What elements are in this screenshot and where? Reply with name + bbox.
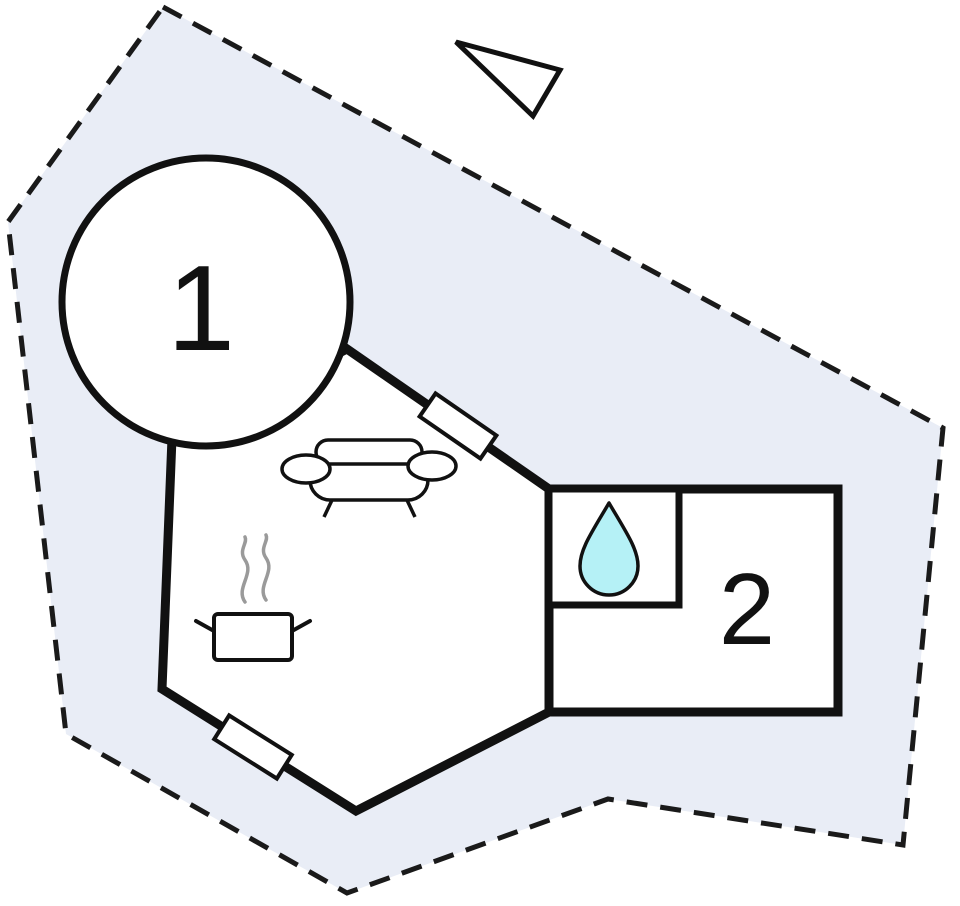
water-drop-icon xyxy=(578,501,640,597)
pot-icon xyxy=(194,612,312,662)
north-arrow-icon xyxy=(454,39,564,120)
room-1-label: 1 xyxy=(167,240,235,376)
steam-icon xyxy=(240,533,271,604)
room-2-label: 2 xyxy=(719,554,775,666)
door-window-marker-bottom xyxy=(211,712,295,782)
sofa-icon xyxy=(280,438,458,518)
door-window-marker-top xyxy=(416,390,500,462)
room-1-circle xyxy=(58,154,354,450)
